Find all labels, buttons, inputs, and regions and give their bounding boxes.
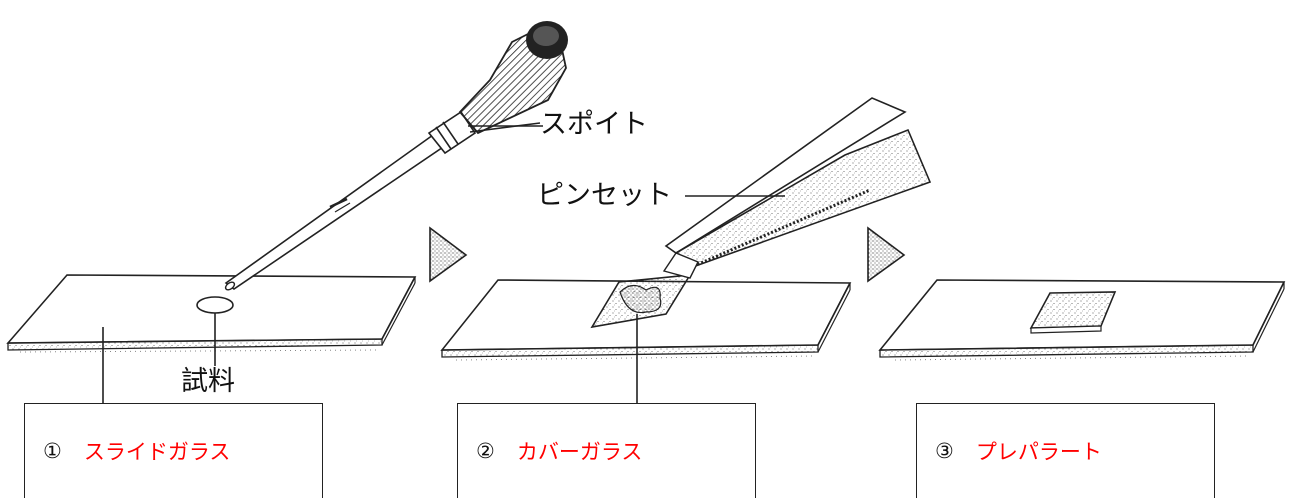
sample-label: 試料 <box>181 366 235 397</box>
prepared-slide-cover <box>1029 291 1117 334</box>
cover-glass <box>590 274 692 329</box>
tweezers-leader-line <box>685 195 785 197</box>
step-3-label: ③ プレパラート <box>916 403 1215 498</box>
step-1-number: ① <box>43 439 62 463</box>
step-3-number: ③ <box>935 439 954 463</box>
step-1-label: ① スライドガラス <box>24 403 323 498</box>
dropper-leader-line <box>468 125 543 127</box>
step-arrow-1 <box>429 226 468 283</box>
step-2-term: カバーガラス <box>516 440 643 464</box>
sample-drop <box>196 296 234 314</box>
step-3-term: プレパラート <box>975 440 1102 464</box>
tweezers-label: ピンセット <box>537 180 672 211</box>
dropper <box>224 21 568 291</box>
dropper-label: スポイト <box>540 109 648 140</box>
step-arrow-2 <box>867 226 906 283</box>
step-2-label: ② カバーガラス <box>457 403 756 498</box>
step-2-number: ② <box>476 439 495 463</box>
tweezers <box>662 97 932 279</box>
step-1-term: スライドガラス <box>83 440 231 464</box>
